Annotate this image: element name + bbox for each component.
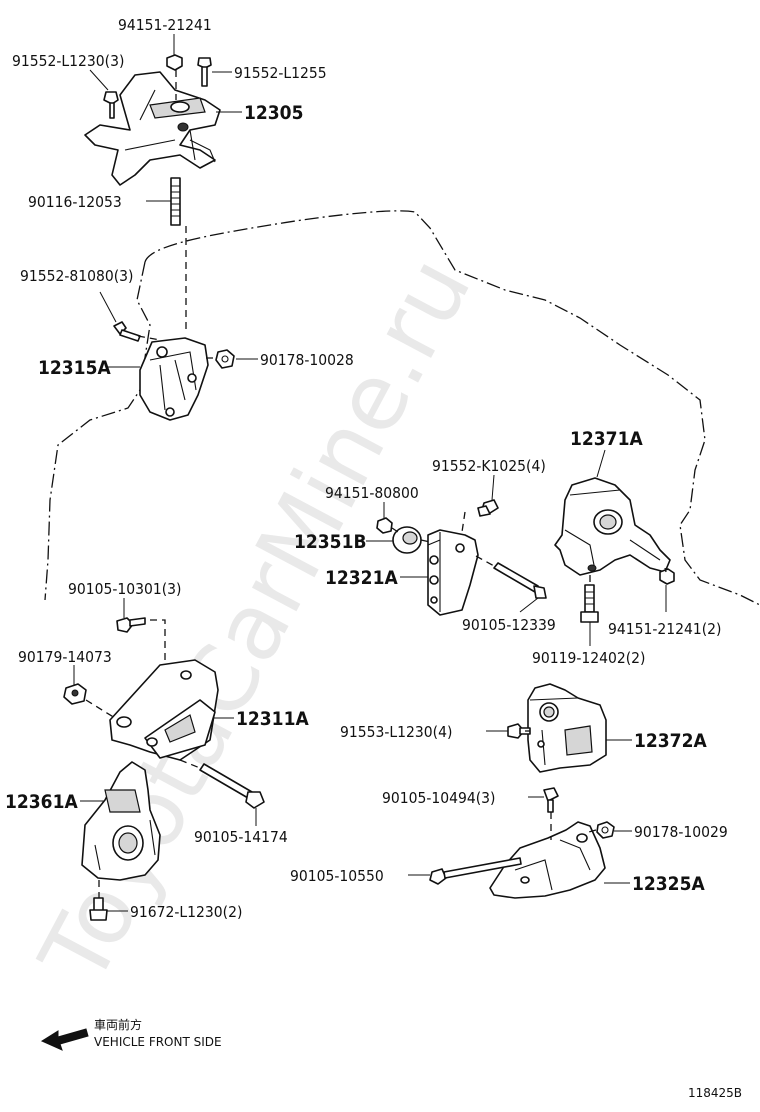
label-12315A: 12315A — [38, 357, 111, 379]
assembly-line — [584, 829, 597, 834]
label-90105-10301-3: 90105-10301(3) — [68, 580, 182, 598]
bolt-91552-K1025 — [477, 499, 499, 517]
mount-12305 — [84, 71, 221, 186]
bolt-91672-L1230 — [89, 897, 108, 921]
leader-lines — [73, 34, 667, 912]
label-90178-10029: 90178-10029 — [634, 823, 728, 841]
assembly-line — [137, 335, 216, 359]
bracket-12315A — [139, 337, 209, 421]
bushing-12351B — [392, 526, 422, 554]
assembly-line — [85, 699, 116, 719]
vehicle-front-jp: 車両前方 — [94, 1017, 142, 1032]
label-12321A: 12321A — [325, 567, 398, 589]
label-90119-12402-2: 90119-12402(2) — [532, 649, 646, 667]
front-direction-arrow-icon — [40, 1028, 89, 1051]
bolt-90105-12339 — [493, 562, 547, 599]
label-12325A: 12325A — [632, 873, 705, 895]
label-91552-L1230-3: 91552-L1230(3) — [12, 52, 124, 70]
stud-90116-12053 — [170, 177, 181, 226]
mount-12361A — [81, 761, 161, 881]
nut-94151-80800 — [376, 517, 393, 534]
mount-12372A — [527, 683, 607, 773]
label-91672-L1230-2: 91672-L1230(2) — [130, 903, 242, 921]
bracket-12321A — [427, 529, 479, 616]
vehicle-front-en: VEHICLE FRONT SIDE — [94, 1035, 222, 1049]
engine-outline — [144, 210, 760, 606]
bolt-91552-L1255 — [197, 57, 212, 87]
figure-id: 118425B — [688, 1086, 742, 1100]
label-91553-L1230-4: 91553-L1230(4) — [340, 723, 452, 741]
label-12351B: 12351B — [294, 531, 367, 553]
label-90105-10494-3: 90105-10494(3) — [382, 789, 496, 807]
label-94151-21241: 94151-21241 — [118, 16, 212, 34]
assembly-line — [475, 555, 495, 567]
label-94151-80800: 94151-80800 — [325, 484, 419, 502]
bolt-91553-L1230 — [507, 723, 531, 739]
label-12361A: 12361A — [5, 791, 78, 813]
label-90116-12053: 90116-12053 — [28, 193, 122, 211]
nut-94151-21241-right — [659, 568, 675, 585]
assembly-line — [179, 759, 201, 769]
bolt-91552-81080 — [113, 321, 141, 342]
label-91552-K1025-4: 91552-K1025(4) — [432, 457, 546, 475]
bracket-12311A — [109, 659, 219, 761]
nut-90178-10029 — [596, 821, 615, 839]
mount-12371A — [554, 477, 671, 576]
assembly-line — [150, 619, 166, 665]
bolt-90119-12402 — [580, 584, 599, 623]
assembly-line — [461, 511, 466, 533]
bolt-90105-10550 — [429, 857, 522, 885]
bolt-91552-L1230 — [103, 91, 119, 119]
label-90105-14174: 90105-14174 — [194, 828, 288, 846]
nut-94151-21241-top — [166, 54, 183, 71]
assembly-line — [664, 567, 667, 573]
label-90105-12339: 90105-12339 — [462, 616, 556, 634]
watermark: ToyotaCarMine.ru — [19, 240, 491, 1001]
label-12371A: 12371A — [570, 428, 643, 450]
bolt-90105-10301 — [116, 617, 146, 633]
label-12311A: 12311A — [236, 708, 309, 730]
label-90178-10028: 90178-10028 — [260, 351, 354, 369]
nut-90178-10028 — [215, 349, 235, 369]
bracket-12325A — [489, 821, 606, 899]
engine-outline-left — [44, 261, 151, 601]
bolt-90105-10494 — [543, 787, 559, 813]
bolt-90105-14174 — [199, 763, 265, 809]
label-12372A: 12372A — [634, 730, 707, 752]
label-90179-14073: 90179-14073 — [18, 648, 112, 666]
label-90105-10550: 90105-10550 — [290, 867, 384, 885]
label-91552-81080-3: 91552-81080(3) — [20, 267, 134, 285]
label-12305: 12305 — [244, 102, 303, 124]
assembly-line — [391, 527, 431, 543]
label-94151-21241-2: 94151-21241(2) — [608, 620, 722, 638]
nut-90179-14073 — [63, 683, 87, 705]
label-91552-L1255: 91552-L1255 — [234, 64, 327, 82]
